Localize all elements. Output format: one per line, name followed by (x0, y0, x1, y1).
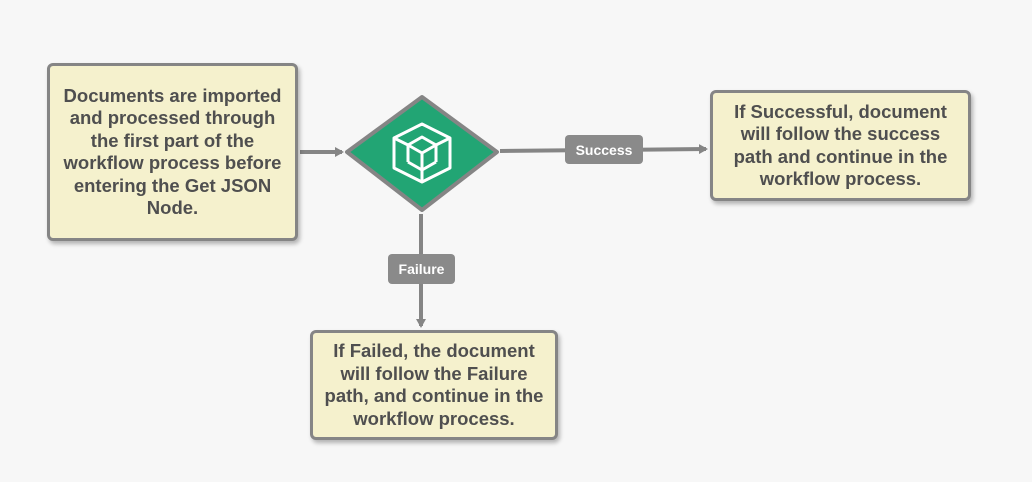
intro-note-text: Documents are imported and processed thr… (63, 84, 282, 219)
intro-note: Documents are imported and processed thr… (47, 63, 298, 241)
failure-note-text: If Failed, the document will follow the … (324, 340, 544, 429)
get-json-node[interactable] (344, 94, 500, 214)
cube-outline-icon (392, 122, 452, 184)
failure-label: Failure (388, 254, 455, 284)
decision-diamond (345, 95, 499, 212)
success-note-text: If Successful, document will follow the … (733, 100, 948, 190)
success-note: If Successful, document will follow the … (710, 90, 971, 201)
failure-note: If Failed, the document will follow the … (310, 330, 558, 440)
success-label: Success (565, 135, 643, 164)
